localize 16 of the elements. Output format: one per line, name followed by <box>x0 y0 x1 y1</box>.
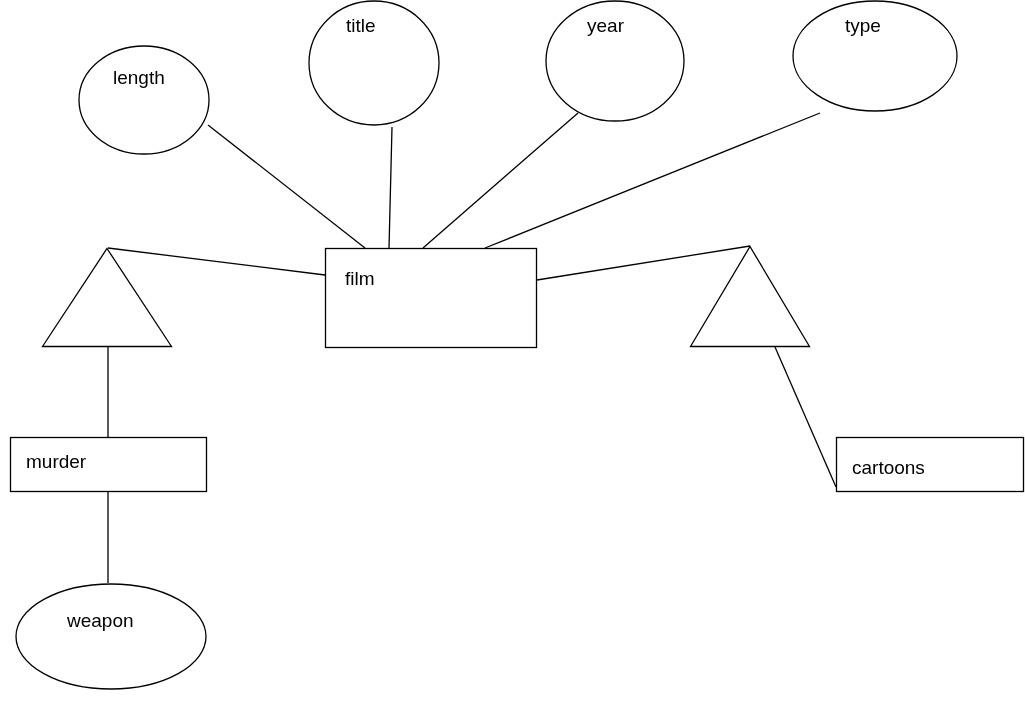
connector-line <box>107 346 109 438</box>
attribute-label: weapon <box>67 610 134 632</box>
entity-label: murder <box>26 451 87 473</box>
connector-line <box>388 126 393 249</box>
connector-line <box>484 112 821 249</box>
connector-line <box>207 124 366 249</box>
entity-label: cartoons <box>852 457 925 479</box>
attribute-label: title <box>346 15 376 37</box>
connector-line <box>536 245 751 281</box>
entity-label: film <box>345 268 375 290</box>
attribute-label: type <box>845 15 881 37</box>
attribute-label: year <box>587 15 624 37</box>
connector-line <box>107 247 326 276</box>
connector-line <box>107 491 109 584</box>
attribute-label: length <box>113 67 165 89</box>
connector-line <box>422 112 579 249</box>
